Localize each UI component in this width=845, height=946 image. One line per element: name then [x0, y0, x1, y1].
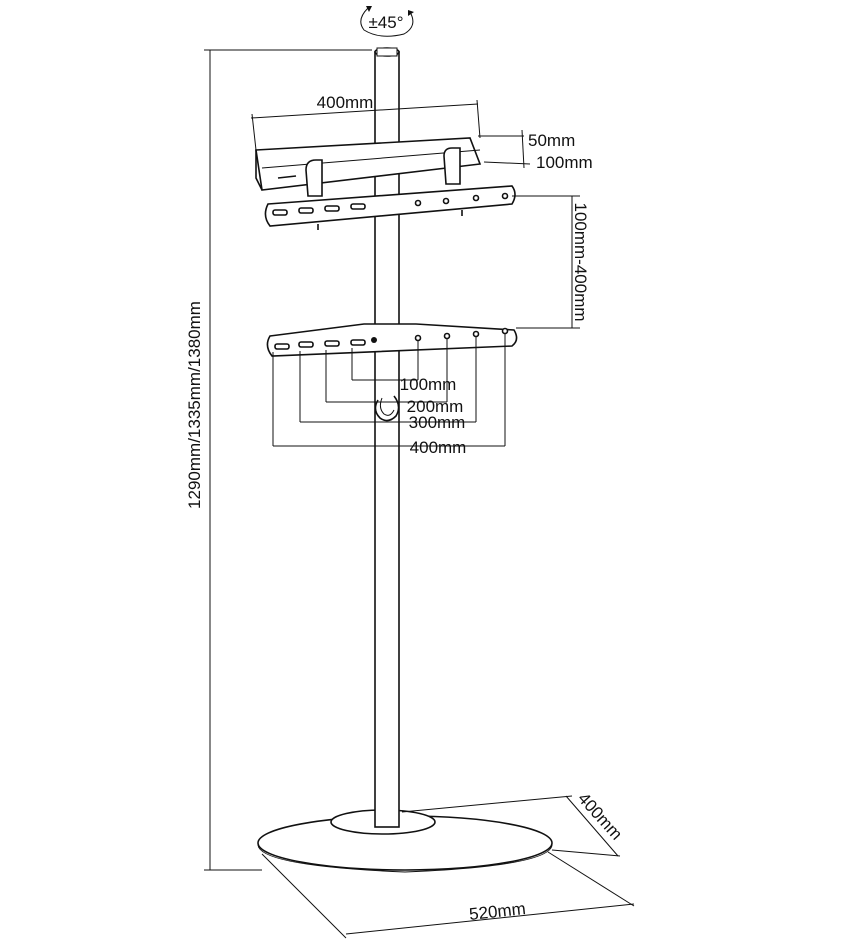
shelf-width-label: 400mm [317, 93, 374, 112]
top-shelf [255, 137, 482, 197]
rotation-indicator: ±45° [360, 6, 414, 37]
vesa-100-label: 100mm [400, 375, 457, 394]
dimension-shelf-width: 400mm [250, 93, 481, 151]
dimension-total-height: 1290mm/1335mm/1380mm [185, 49, 372, 871]
bracket-spacing-label: 100mm-400mm [571, 202, 590, 321]
dimension-bracket-spacing: 100mm-400mm [512, 195, 590, 329]
lower-arm [266, 323, 518, 357]
shelf-depth-50-label: 50mm [528, 131, 575, 150]
vesa-200-label: 200mm [407, 397, 464, 416]
vesa-400-label: 400mm [410, 438, 467, 457]
dimension-vesa: 100mm 200mm 300mm 400mm [272, 333, 506, 457]
vesa-300-label: 300mm [409, 413, 466, 432]
cable-clip [374, 395, 400, 422]
shelf-depth-100-label: 100mm [536, 153, 593, 172]
dimension-shelf-depth: 50mm 100mm [478, 129, 593, 172]
upper-arm [264, 185, 516, 230]
pole [374, 47, 400, 828]
total-height-label: 1290mm/1335mm/1380mm [185, 301, 204, 509]
base-width-label: 520mm [468, 899, 526, 924]
rotation-label: ±45° [368, 13, 403, 32]
base-plate [257, 809, 553, 873]
